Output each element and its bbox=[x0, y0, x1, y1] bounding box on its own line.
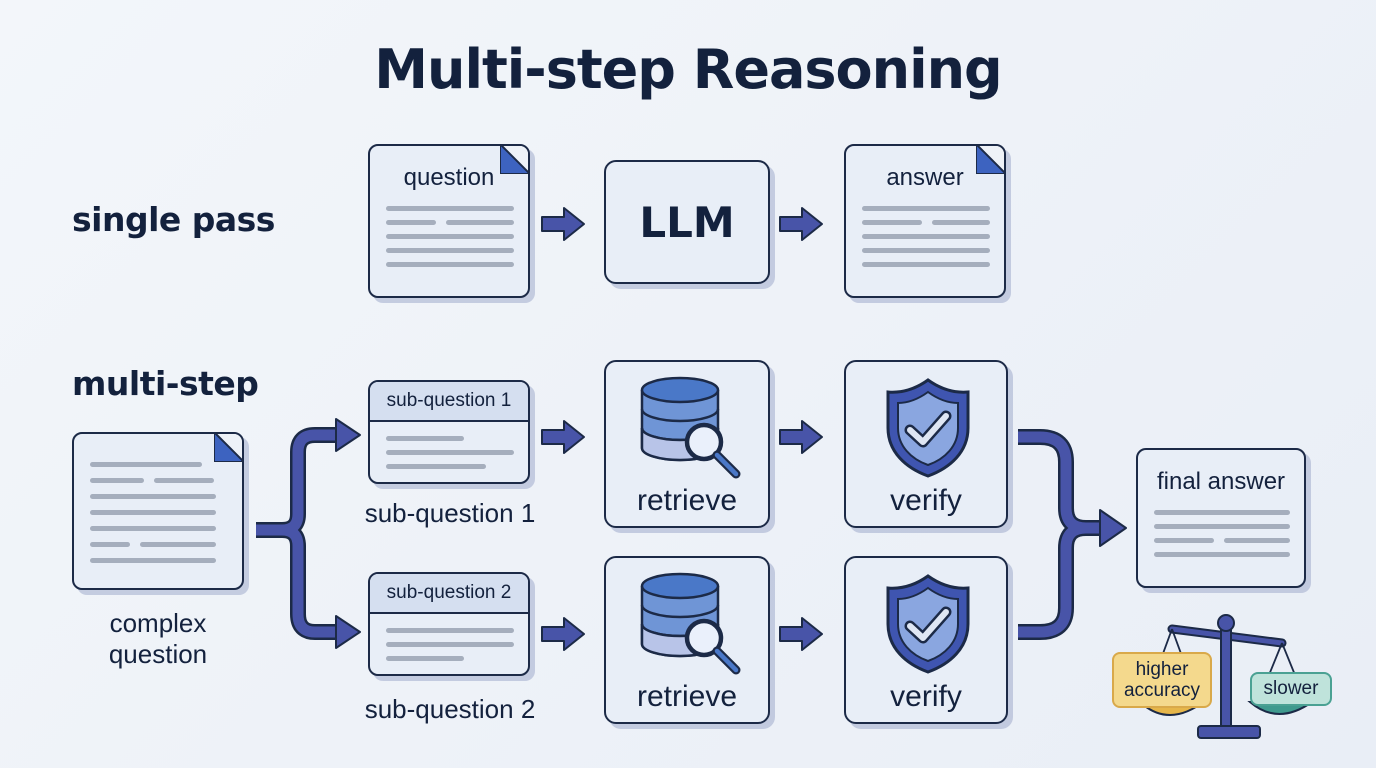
merge-connector bbox=[1018, 429, 1127, 640]
arrow-right-icon bbox=[779, 207, 823, 241]
higher-accuracy-tag: higher accuracy bbox=[1112, 652, 1212, 708]
database-search-icon bbox=[640, 376, 741, 479]
question-title: question bbox=[403, 164, 495, 191]
retrieve-box-1: retrieve bbox=[604, 360, 770, 528]
shield-check-icon bbox=[886, 378, 970, 478]
page-fold-icon bbox=[976, 146, 1004, 174]
final-answer-document: final answer bbox=[1136, 448, 1306, 588]
sub-question-1-card: sub-question 1 bbox=[368, 380, 530, 484]
multi-step-label: multi-step bbox=[72, 364, 259, 403]
sub-question-2-card: sub-question 2 bbox=[368, 572, 530, 676]
shield-check-icon bbox=[886, 574, 970, 674]
answer-document: answer bbox=[844, 144, 1006, 298]
arrow-right-icon bbox=[779, 420, 823, 454]
verify-label-1: verify bbox=[890, 484, 962, 517]
sub-question-1-caption: sub-question 1 bbox=[364, 498, 536, 528]
page-fold-icon bbox=[500, 146, 528, 174]
arrow-right-icon bbox=[541, 617, 585, 651]
split-connector bbox=[256, 418, 361, 649]
sub-question-2-header: sub-question 2 bbox=[370, 574, 528, 614]
retrieve-label-1: retrieve bbox=[636, 484, 738, 517]
verify-box-1: verify bbox=[844, 360, 1008, 528]
verify-label-2: verify bbox=[890, 680, 962, 713]
slower-tag: slower bbox=[1250, 672, 1332, 706]
retrieve-box-2: retrieve bbox=[604, 556, 770, 724]
llm-box: LLM bbox=[604, 160, 770, 284]
sub-question-2-caption: sub-question 2 bbox=[364, 694, 536, 724]
retrieve-label-2: retrieve bbox=[636, 680, 738, 713]
llm-label: LLM bbox=[639, 198, 735, 247]
database-search-icon bbox=[640, 572, 741, 675]
complex-question-caption: complex question bbox=[108, 608, 208, 669]
single-pass-label: single pass bbox=[72, 200, 275, 239]
arrow-right-icon bbox=[779, 617, 823, 651]
verify-box-2: verify bbox=[844, 556, 1008, 724]
complex-question-document bbox=[72, 432, 244, 590]
diagram-title: Multi-step Reasoning bbox=[374, 38, 1002, 101]
answer-title: answer bbox=[886, 164, 964, 191]
arrow-right-icon bbox=[541, 207, 585, 241]
question-document: question bbox=[368, 144, 530, 298]
arrow-right-icon bbox=[541, 420, 585, 454]
page-fold-icon bbox=[214, 434, 242, 462]
sub-question-1-header: sub-question 1 bbox=[370, 382, 528, 422]
final-answer-title: final answer bbox=[1156, 468, 1286, 495]
